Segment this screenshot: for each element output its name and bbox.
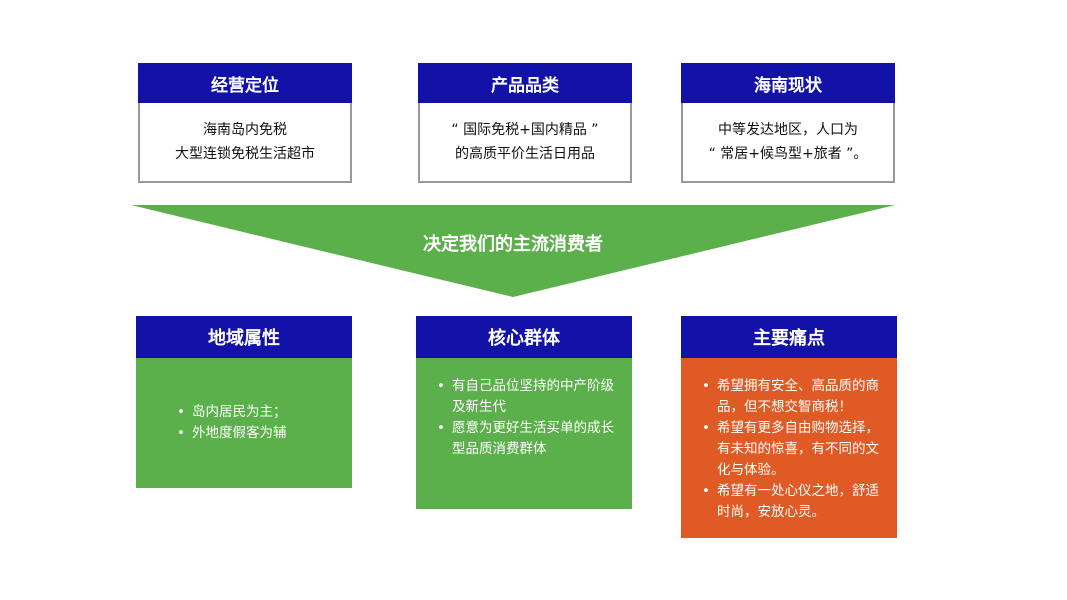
card-title: 核心群体 xyxy=(416,316,632,358)
card-regional-attribute: 地域属性 岛内居民为主； 外地度假客为辅 xyxy=(136,316,352,488)
card-body: 有自己品位坚持的中产阶级及新生代 愿意为更好生活买单的成长型品质消费群体 xyxy=(416,358,632,509)
card-body: 希望拥有安全、高品质的商品，但不想交智商税！ 希望有更多自由购物选择，有未知的惊… xyxy=(681,358,897,538)
list-item: 愿意为更好生活买单的成长型品质消费群体 xyxy=(434,418,618,460)
card-title: 经营定位 xyxy=(138,63,352,103)
card-main-pain-points: 主要痛点 希望拥有安全、高品质的商品，但不想交智商税！ 希望有更多自由购物选择，… xyxy=(681,316,897,538)
card-body: 岛内居民为主； 外地度假客为辅 xyxy=(136,358,352,488)
card-title: 地域属性 xyxy=(136,316,352,358)
list-item: 外地度假客为辅 xyxy=(174,423,338,444)
card-title: 主要痛点 xyxy=(681,316,897,358)
card-line: “ 国际免税+国内精品 ” xyxy=(451,122,599,138)
card-hainan-status: 海南现状 中等发达地区，人口为 “ 常居+候鸟型+旅者 ”。 xyxy=(681,63,895,183)
card-title: 海南现状 xyxy=(681,63,895,103)
card-body: 中等发达地区，人口为 “ 常居+候鸟型+旅者 ”。 xyxy=(681,103,895,183)
funnel-triangle xyxy=(131,205,895,297)
card-line: 海南岛内免税 xyxy=(203,122,287,138)
card-line: 中等发达地区，人口为 xyxy=(718,122,858,138)
list-item: 希望有一处心仪之地，舒适时尚，安放心灵。 xyxy=(699,481,885,523)
bullet-list: 岛内居民为主； 外地度假客为辅 xyxy=(174,402,338,444)
list-item: 有自己品位坚持的中产阶级及新生代 xyxy=(434,376,618,418)
bullet-list: 希望拥有安全、高品质的商品，但不想交智商税！ 希望有更多自由购物选择，有未知的惊… xyxy=(699,376,885,523)
funnel-label: 决定我们的主流消费者 xyxy=(423,234,603,255)
card-product-category: 产品品类 “ 国际免税+国内精品 ” 的高质平价生活日用品 xyxy=(418,63,632,183)
list-item: 希望拥有安全、高品质的商品，但不想交智商税！ xyxy=(699,376,885,418)
card-line: 大型连锁免税生活超市 xyxy=(175,146,315,162)
card-core-group: 核心群体 有自己品位坚持的中产阶级及新生代 愿意为更好生活买单的成长型品质消费群… xyxy=(416,316,632,509)
list-item: 岛内居民为主； xyxy=(174,402,338,423)
card-business-positioning: 经营定位 海南岛内免税 大型连锁免税生活超市 xyxy=(138,63,352,183)
card-title: 产品品类 xyxy=(418,63,632,103)
card-line: 的高质平价生活日用品 xyxy=(455,146,595,162)
card-body: 海南岛内免税 大型连锁免税生活超市 xyxy=(138,103,352,183)
bullet-list: 有自己品位坚持的中产阶级及新生代 愿意为更好生活买单的成长型品质消费群体 xyxy=(434,376,618,460)
funnel-shape xyxy=(131,205,895,297)
card-body: “ 国际免税+国内精品 ” 的高质平价生活日用品 xyxy=(418,103,632,183)
list-item: 希望有更多自由购物选择，有未知的惊喜，有不同的文化与体验。 xyxy=(699,418,885,481)
card-line: “ 常居+候鸟型+旅者 ”。 xyxy=(708,146,868,162)
